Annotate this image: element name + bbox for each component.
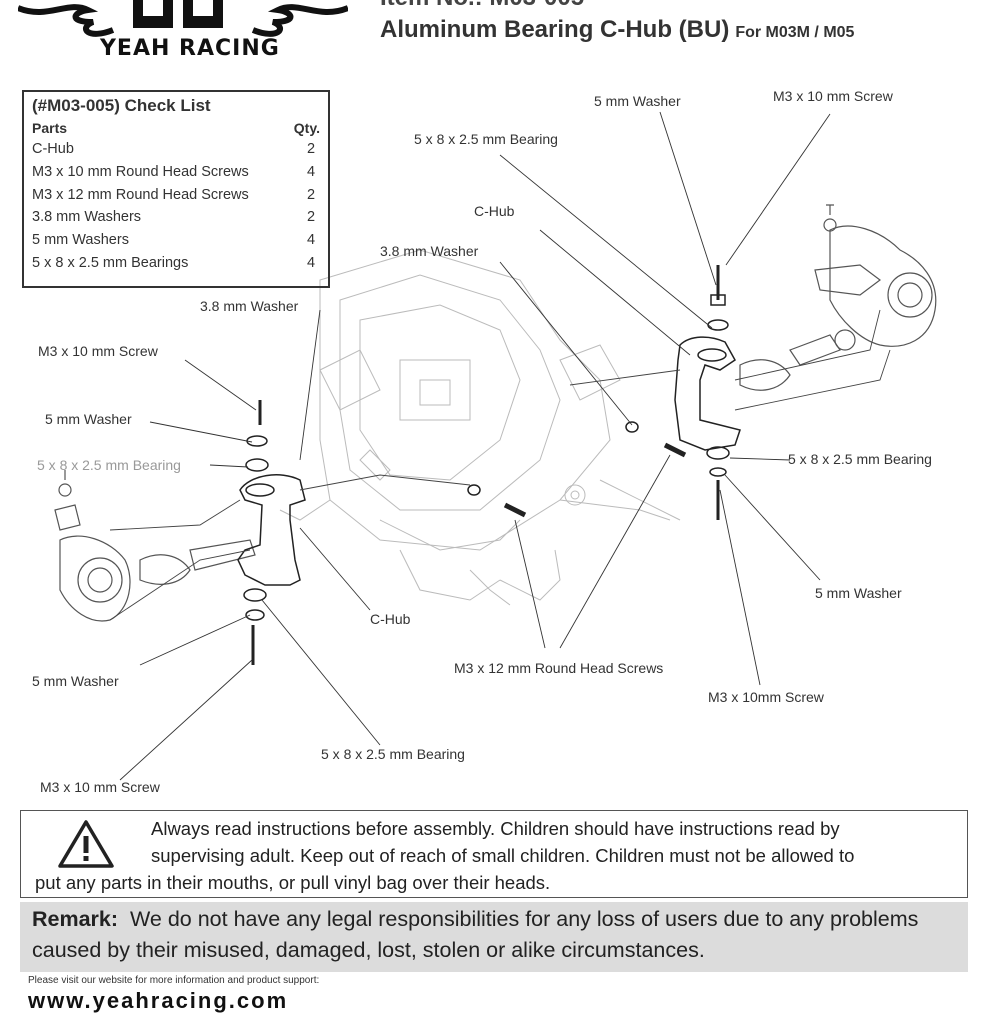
label-right-washer-top: 5 mm Washer: [594, 93, 681, 109]
label-left-chub: C-Hub: [370, 611, 411, 627]
checklist-row: C-Hub 2: [32, 138, 320, 161]
checklist-row: 5 mm Washers 4: [32, 229, 320, 252]
label-left-bearing-bottom: 5 x 8 x 2.5 mm Bearing: [321, 746, 465, 762]
label-right-bearing-bottom: 5 x 8 x 2.5 mm Bearing: [788, 451, 932, 467]
chassis-drawing: [279, 249, 681, 606]
warning-line-2: supervising adult. Keep out of reach of …: [151, 845, 855, 866]
part-qty: 2: [306, 141, 316, 157]
label-center-washer-38: 3.8 mm Washer: [380, 243, 479, 259]
checklist-header: Parts Qty.: [32, 118, 320, 138]
part-qty: 4: [306, 254, 316, 271]
left-chub-drawing: [237, 400, 306, 665]
warning-line-3: put any parts in their mouths, or pull v…: [35, 872, 551, 893]
checklist-row: M3 x 10 mm Round Head Screws 4: [32, 161, 320, 184]
checklist-col-parts: Parts: [32, 120, 68, 136]
checklist-title: (#M03-005) Check List: [32, 96, 211, 115]
yeah-racing-logo: [18, 0, 348, 37]
label-left-bearing-top: 5 x 8 x 2.5 mm Bearing: [37, 457, 181, 473]
label-right-screw-bottom: M3 x 10mm Screw: [708, 689, 824, 705]
checklist-row: M3 x 12 mm Round Head Screws 2: [32, 184, 320, 207]
checklist-col-qty: Qty.: [293, 120, 320, 136]
part-name: 5 mm Washers: [32, 232, 129, 249]
item-number: Item No.: M03-005: [380, 0, 584, 12]
label-left-screw-bottom: M3 x 10 mm Screw: [40, 779, 160, 795]
remark-text: We do not have any legal responsibilitie…: [32, 907, 919, 962]
part-name: M3 x 12 mm Round Head Screws: [32, 186, 249, 203]
product-title: Aluminum Bearing C-Hub (BU) For M03M / M0…: [380, 16, 854, 44]
label-left-washer-bottom: 5 mm Washer: [32, 673, 119, 689]
left-knuckle-drawing: [54, 470, 256, 622]
label-right-bearing-top: 5 x 8 x 2.5 mm Bearing: [414, 131, 558, 147]
product-title-text: Aluminum Bearing C-Hub (BU): [380, 16, 730, 43]
part-qty: 4: [306, 232, 316, 249]
part-name: C-Hub: [32, 141, 74, 157]
center-parts-drawing: [467, 421, 687, 518]
part-name: 3.8 mm Washers: [32, 209, 142, 226]
label-left-screw-top: M3 x 10 mm Screw: [38, 343, 158, 359]
label-right-washer-bottom: 5 mm Washer: [815, 585, 902, 601]
part-name: M3 x 10 mm Round Head Screws: [32, 163, 249, 180]
label-left-washer-top: 5 mm Washer: [45, 411, 132, 427]
part-qty: 4: [306, 163, 316, 180]
checklist-row: 3.8 mm Washers 2: [32, 206, 320, 229]
footer-note: Please visit our website for more inform…: [28, 975, 320, 986]
assembly-diagram: [54, 111, 937, 781]
safety-warning-box: Always read instructions before assembly…: [20, 810, 968, 898]
remark-box: Remark: We do not have any legal respons…: [20, 902, 968, 972]
brand-name: YEAH RACING: [100, 36, 280, 61]
warning-triangle-icon: [58, 820, 114, 868]
label-center-screws: M3 x 12 mm Round Head Screws: [454, 660, 664, 676]
part-qty: 2: [306, 186, 316, 203]
label-right-chub: C-Hub: [474, 203, 515, 219]
warning-line-1: Always read instructions before assembly…: [151, 818, 840, 839]
part-qty: 2: [306, 209, 316, 226]
part-name: 5 x 8 x 2.5 mm Bearings: [32, 254, 189, 271]
checklist-row: 5 x 8 x 2.5 mm Bearings 4: [32, 252, 320, 275]
label-right-screw-top: M3 x 10 mm Screw: [773, 88, 893, 104]
compatible-models: For M03M / M05: [735, 24, 855, 41]
right-knuckle-drawing: [739, 204, 937, 391]
right-chub-drawing: [674, 265, 741, 520]
warning-text: Always read instructions before assembly…: [35, 815, 965, 896]
remark-label: Remark:: [32, 907, 119, 931]
label-left-washer-38: 3.8 mm Washer: [200, 298, 299, 314]
leader-lines: [109, 111, 891, 781]
website-link[interactable]: www.yeahracing.com: [28, 988, 289, 1013]
